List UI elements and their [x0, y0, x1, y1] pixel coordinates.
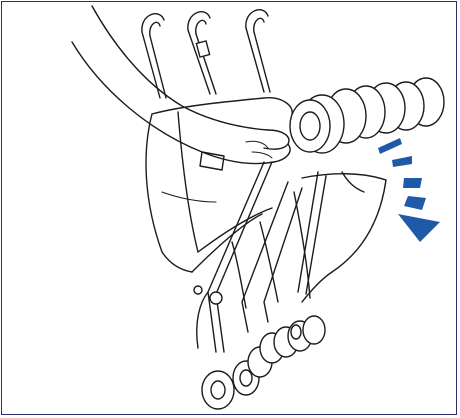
fold-direction-arrow-icon: [378, 138, 440, 242]
stroller-handles: [141, 9, 271, 99]
stroller-legs: [193, 161, 327, 353]
front-wheels: [289, 77, 445, 154]
bottom-wheels: [201, 315, 326, 410]
hand-arm: [71, 5, 291, 165]
